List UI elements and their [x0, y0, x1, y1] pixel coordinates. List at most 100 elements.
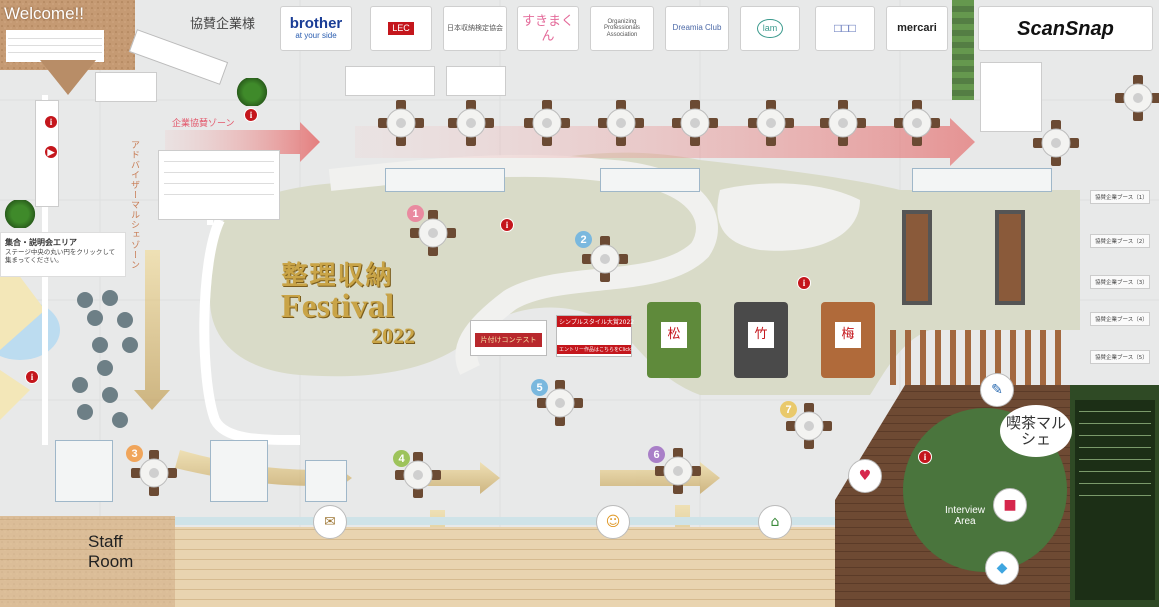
round-table[interactable] [598, 100, 644, 146]
award-title: シンプルスタイル大賞2022 [557, 316, 634, 327]
corporate-zone-label: 企業協賛ゾーン [172, 119, 235, 129]
video-icon-left[interactable]: ▶ [44, 145, 58, 159]
kotatsu-matsu-label: 松 [661, 322, 687, 348]
booth-number-6: 6 [648, 446, 665, 463]
sponsor-notice-2[interactable] [446, 66, 506, 96]
kotatsu-take[interactable]: 竹 [734, 302, 788, 378]
plant-left [4, 200, 36, 228]
round-table[interactable] [524, 100, 570, 146]
side-list-item-5[interactable]: 協賛企業ブース（5） [1090, 350, 1150, 364]
sponsor-storage-association[interactable]: 日本収納検定協会 [443, 6, 507, 51]
plant-top [236, 78, 268, 106]
people-icon[interactable]: ☺ [596, 505, 630, 539]
round-table[interactable] [582, 236, 628, 282]
long-table-1[interactable] [902, 210, 932, 305]
briefing-area-title: 集合・説明会エリア [5, 238, 77, 247]
sponsor-sukimakun-name: すきまくん [521, 13, 574, 43]
cafe-menu-list[interactable] [1075, 400, 1155, 600]
round-table[interactable] [655, 448, 701, 494]
info-icon-center-2[interactable]: i [797, 276, 811, 290]
booth-number-4: 4 [393, 450, 410, 467]
sponsor-brother-name: brother [289, 14, 343, 32]
ivy-column [952, 0, 974, 100]
info-icon-left-1[interactable]: i [44, 115, 58, 129]
sponsor-sukimakun[interactable]: すきまくん [517, 6, 579, 51]
advisor-zone-label: アドバイザーマルシェゾーン [129, 140, 139, 270]
round-table[interactable] [131, 450, 177, 496]
booth-board-6[interactable] [305, 460, 347, 502]
event-logo-year: 2022 [371, 322, 415, 348]
contest-panel-label: 片付けコンテスト [475, 333, 542, 347]
sponsor-dreamia[interactable]: Dreamia Club [665, 6, 729, 51]
info-icon-cafe[interactable]: i [918, 450, 932, 464]
round-table[interactable] [537, 380, 583, 426]
side-list-item-3[interactable]: 協賛企業ブース（3） [1090, 275, 1150, 289]
pen-cup-icon[interactable]: ✎ [980, 373, 1014, 407]
sponsor-mercari-name: mercari [897, 22, 937, 35]
booth-number-3: 3 [126, 445, 143, 462]
event-logo-line1: 整理収納 [281, 261, 394, 290]
sponsor-grid-logo[interactable]: □□□ [815, 6, 875, 51]
round-table[interactable] [672, 100, 718, 146]
entrance-arrow [40, 60, 96, 95]
event-logo-line2: Festival [280, 288, 395, 325]
info-icon-left-2[interactable]: i [25, 370, 39, 384]
side-list-item-2[interactable]: 協賛企業ブース（2） [1090, 234, 1150, 248]
round-table[interactable] [1115, 75, 1159, 121]
event-logo: 整理収納 Festival 2022 [250, 255, 425, 355]
heart-icon[interactable]: ♥ [848, 459, 882, 493]
sponsor-organizing-pro[interactable]: Organizing Professionals Association [590, 6, 654, 51]
booth-board-3[interactable] [912, 168, 1052, 192]
booth-number-1: 1 [407, 205, 424, 222]
mail-icon[interactable]: ✉ [313, 505, 347, 539]
info-icon-center-1[interactable]: i [500, 218, 514, 232]
round-table[interactable] [448, 100, 494, 146]
side-list-item-1[interactable]: 協賛企業ブース（1） [1090, 190, 1150, 204]
round-table[interactable] [395, 452, 441, 498]
staff-room-label: Staff Room [88, 532, 134, 572]
kotatsu-ume-label: 梅 [835, 322, 861, 348]
round-table[interactable] [378, 100, 424, 146]
house-icon[interactable]: ⌂ [758, 505, 792, 539]
interview-area-label: Interview Area [944, 505, 985, 527]
simple-style-award[interactable]: シンプルスタイル大賞2022 エントリー作品はこちらをClick! [556, 315, 634, 357]
contest-panel[interactable]: 片付けコンテスト [470, 320, 547, 356]
booth-board-5[interactable] [210, 440, 268, 502]
long-table-2[interactable] [995, 210, 1025, 305]
kotatsu-take-label: 竹 [748, 322, 774, 348]
kotatsu-matsu[interactable]: 松 [647, 302, 701, 378]
sponsor-mercari[interactable]: mercari [886, 6, 948, 51]
booth-board-4[interactable] [55, 440, 113, 502]
sponsor-brother-tagline: at your side [295, 31, 337, 41]
award-entry-link[interactable]: エントリー作品はこちらをClick! [557, 345, 633, 354]
booth-number-5: 5 [531, 379, 548, 396]
scansnap-notice[interactable] [980, 62, 1042, 132]
sponsor-lam[interactable]: lam [740, 6, 800, 51]
sponsor-dreamia-name: Dreamia Club [672, 23, 722, 33]
booth-board-2[interactable] [600, 168, 700, 192]
round-table[interactable] [894, 100, 940, 146]
round-table[interactable] [1033, 120, 1079, 166]
side-list-item-4[interactable]: 協賛企業ブース（4） [1090, 312, 1150, 326]
booth-number-2: 2 [575, 231, 592, 248]
advisor-info-panel[interactable] [158, 150, 280, 220]
round-table[interactable] [820, 100, 866, 146]
sponsor-scansnap-name: ScanSnap [1017, 17, 1114, 40]
booth-number-7: 7 [780, 401, 797, 418]
cafe-marche-label: 喫茶マルシェ [1000, 405, 1072, 457]
kotatsu-ume[interactable]: 梅 [821, 302, 875, 378]
booth-board-1[interactable] [385, 168, 505, 192]
briefing-area[interactable]: 集合・説明会エリア ステージ中央の丸い円をクリックして集まってください。 [0, 232, 126, 277]
diamond-icon[interactable]: ◆ [985, 551, 1019, 585]
sponsor-notice-1[interactable] [345, 66, 435, 96]
reception-info[interactable] [95, 72, 157, 102]
sponsor-lec[interactable]: LEC [370, 6, 432, 51]
gift-icon[interactable]: ■ [993, 488, 1027, 522]
sponsor-scansnap[interactable]: ScanSnap [978, 6, 1153, 51]
round-table[interactable] [786, 403, 832, 449]
round-table[interactable] [410, 210, 456, 256]
round-table[interactable] [748, 100, 794, 146]
sponsor-lam-name: lam [756, 18, 784, 39]
info-icon-top[interactable]: i [244, 108, 258, 122]
